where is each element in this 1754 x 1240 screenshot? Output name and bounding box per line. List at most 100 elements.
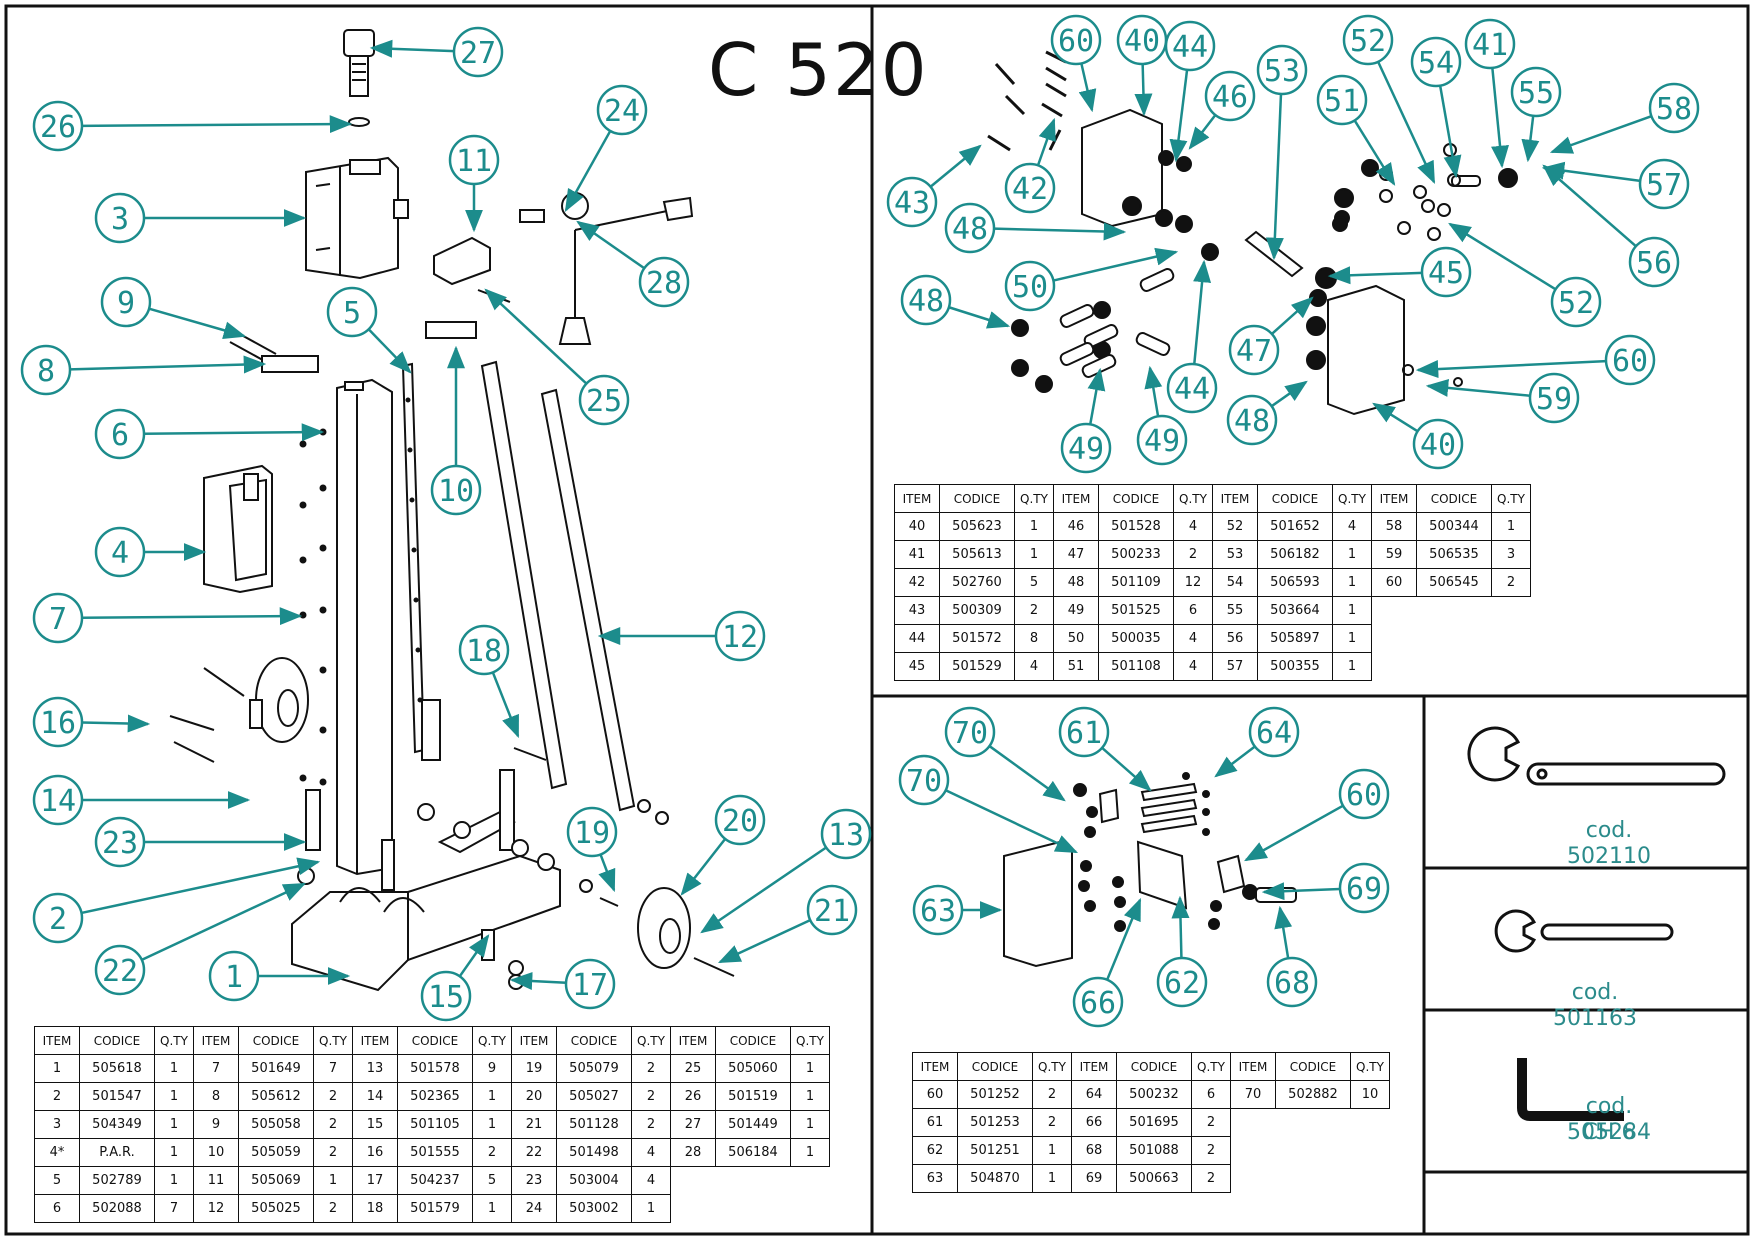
sheet-frame: [4, 4, 1750, 1236]
qty-cell: 4: [631, 1138, 671, 1167]
callout-bubble: [94, 408, 146, 460]
code-cell: 503664: [1257, 596, 1333, 625]
item-cell: 10: [193, 1138, 239, 1167]
col-code-header: CODICE: [1416, 484, 1492, 513]
callout-leader-line: [458, 934, 490, 978]
callout-bubble: [1256, 44, 1308, 96]
col-item-header: ITEM: [1371, 484, 1417, 513]
callout-bubble: [1412, 418, 1464, 470]
code-cell: 505612: [238, 1082, 314, 1111]
item-cell: 51: [1053, 652, 1099, 681]
callout-bubble: [452, 26, 504, 78]
callout-number: 57: [1646, 168, 1682, 203]
qty-cell: 1: [1014, 540, 1054, 569]
callout-number: 2: [49, 902, 67, 937]
qty-cell: 12: [1173, 568, 1213, 597]
code-cell: 501579: [397, 1194, 473, 1223]
wrench-large-icon: [1467, 726, 1726, 786]
item-cell: 58: [1371, 512, 1417, 541]
callout-leader-line: [69, 355, 267, 374]
code-cell: 500035: [1098, 624, 1174, 653]
code-cell: 500663: [1116, 1164, 1192, 1193]
callout-bubble: [596, 84, 648, 136]
col-code-header: CODICE: [1275, 1052, 1351, 1081]
callout-bubble: [898, 754, 950, 806]
callout-leader-line: [1169, 69, 1189, 163]
item-cell: 57: [1212, 652, 1258, 681]
callout-leader-line: [148, 307, 247, 340]
col-qty-header: Q.TY: [1350, 1052, 1390, 1081]
callout-leader-line: [141, 882, 307, 961]
item-cell: 1: [34, 1054, 80, 1083]
qty-cell: 2: [1191, 1108, 1231, 1137]
callout-bubble: [458, 624, 510, 676]
callout-leader-line: [598, 853, 616, 893]
callout-bubble: [1316, 74, 1368, 126]
callout-bubble: [1410, 36, 1462, 88]
column-part: [299, 378, 393, 876]
qty-cell: 1: [1332, 540, 1372, 569]
qty-cell: [1351, 1165, 1390, 1193]
callout-number: 7: [49, 602, 67, 637]
col-code-header: CODICE: [238, 1026, 314, 1055]
code-cell: 501109: [1098, 568, 1174, 597]
callout-leader-line: [81, 857, 321, 915]
callout-number: 47: [1236, 334, 1272, 369]
qty-cell: 1: [313, 1166, 353, 1195]
callout-bubble: [1342, 14, 1394, 66]
code-cell: 506593: [1257, 568, 1333, 597]
callout-leader-line: [1376, 61, 1436, 185]
callout-bubble: [638, 256, 690, 308]
qty-cell: 1: [154, 1054, 194, 1083]
callout-number: 8: [37, 354, 55, 389]
code-cell: 505618: [79, 1054, 155, 1083]
item-cell: 41: [894, 540, 940, 569]
callout-number: 16: [40, 706, 76, 741]
item-cell: 25: [670, 1054, 716, 1083]
col-item-header: ITEM: [1071, 1052, 1117, 1081]
qty-cell: 6: [1173, 596, 1213, 625]
pinion-block-part: [433, 236, 491, 286]
callout-bubble: [578, 374, 630, 426]
code-cell: [1417, 653, 1492, 681]
code-cell: 501578: [397, 1054, 473, 1083]
callout-number: 20: [722, 804, 758, 839]
tool-caption-wrench-large: cod. 502110: [1567, 818, 1651, 869]
gearbox-housing-rear: [1327, 284, 1405, 416]
callout-bubble: [94, 526, 146, 578]
callout-leader-line: [1087, 367, 1106, 425]
col-code-header: CODICE: [957, 1052, 1033, 1081]
qty-cell: 2: [1191, 1136, 1231, 1165]
qty-cell: 4: [1173, 512, 1213, 541]
code-cell: [1417, 625, 1492, 653]
qty-cell: 2: [313, 1110, 353, 1139]
col-code-header: CODICE: [1257, 484, 1333, 513]
callout-number: 12: [722, 620, 758, 655]
item-cell: 56: [1212, 624, 1258, 653]
item-cell: [1231, 1109, 1276, 1137]
callout-bubble: [1464, 18, 1516, 70]
qty-cell: 4: [1173, 624, 1213, 653]
callout-number: 43: [894, 186, 930, 221]
item-cell: 4*: [34, 1138, 80, 1167]
callout-bubble: [944, 706, 996, 758]
callout-leader-line: [491, 671, 520, 739]
col-code-header: CODICE: [1098, 484, 1174, 513]
item-cell: 5: [34, 1166, 80, 1195]
callout-bubble: [566, 806, 618, 858]
callout-leaders: [69, 39, 1652, 991]
qty-cell: 2: [313, 1194, 353, 1223]
item-cell: 47: [1053, 540, 1099, 569]
callout-number: 10: [438, 474, 474, 509]
item-cell: 6: [34, 1194, 80, 1223]
qty-cell: [1351, 1109, 1390, 1137]
callout-number: 41: [1472, 28, 1508, 63]
code-cell: 501529: [939, 652, 1015, 681]
item-cell: 60: [1371, 568, 1417, 597]
carriage-screws: [1073, 772, 1258, 932]
qty-cell: 1: [790, 1138, 830, 1167]
qty-cell: 4: [1173, 652, 1213, 681]
